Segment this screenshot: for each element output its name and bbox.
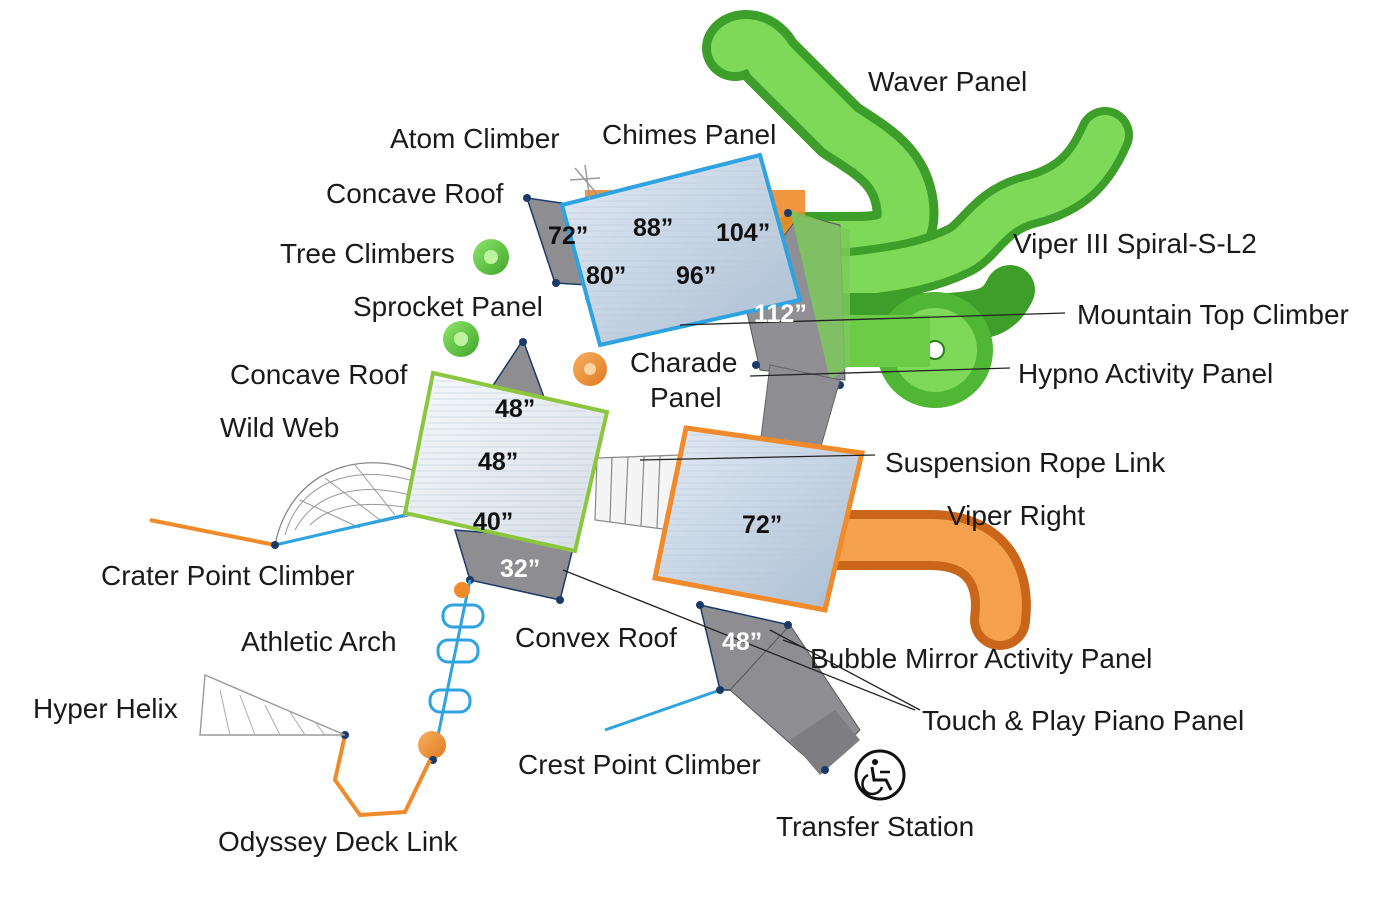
label-waver-panel: Waver Panel [868, 66, 1027, 97]
label-touch-play-piano-panel: Touch & Play Piano Panel [922, 705, 1244, 736]
height-48-top: 48” [495, 395, 535, 423]
label-hyper-helix: Hyper Helix [33, 693, 178, 724]
label-bubble-mirror-activity-panel: Bubble Mirror Activity Panel [810, 643, 1152, 674]
sprocket-panel-disc [443, 321, 479, 357]
label-transfer-station: Transfer Station [776, 811, 974, 842]
crest-point-climber [604, 688, 721, 732]
height-72-top-left: 72” [548, 222, 588, 250]
orange-climber-disc [573, 352, 607, 386]
label-crest-point-climber: Crest Point Climber [518, 749, 761, 780]
viper-iii-spiral-slide [772, 107, 1133, 308]
wild-web [274, 462, 413, 546]
center-ramp-top [759, 364, 841, 451]
bottom-ramp [604, 601, 861, 775]
label-concave-roof-mid: Concave Roof [230, 359, 408, 390]
tree-climber-disc [473, 239, 509, 275]
height-112: 112” [754, 300, 807, 328]
label-athletic-arch: Athletic Arch [241, 626, 397, 657]
atom-climber [569, 164, 601, 201]
suspension-rope-link [594, 454, 681, 531]
label-suspension-rope-link: Suspension Rope Link [885, 447, 1166, 478]
label-viper-right: Viper Right [947, 500, 1085, 531]
label-atom-climber: Atom Climber [390, 123, 560, 154]
leader-lines [562, 312, 1066, 711]
hyper-helix [199, 673, 346, 736]
label-odyssey-deck-link: Odyssey Deck Link [218, 826, 459, 857]
label-convex-roof: Convex Roof [515, 622, 677, 653]
green-spiral-slide [795, 265, 1035, 408]
height-48-mid: 48” [478, 448, 518, 476]
height-72-right: 72” [742, 511, 782, 539]
label-crater-point-climber: Crater Point Climber [101, 560, 355, 591]
right-deck-cluster [652, 425, 866, 613]
height-88: 88” [633, 214, 673, 242]
label-charade-panel-line1: Charade [630, 347, 737, 378]
height-104: 104” [716, 219, 770, 247]
label-viper-iii-spiral: Viper III Spiral-S-L2 [1013, 228, 1257, 259]
viper-right-slide [800, 510, 1031, 650]
height-32: 32” [500, 555, 540, 583]
label-charade-panel-line2: Panel [650, 382, 722, 413]
height-80: 80” [586, 262, 626, 290]
odyssey-deck-link [332, 731, 432, 818]
height-48-bottom: 48” [722, 628, 762, 656]
label-sprocket-panel: Sprocket Panel [353, 291, 543, 322]
label-hypno-activity-panel: Hypno Activity Panel [1018, 358, 1273, 389]
label-concave-roof-top: Concave Roof [326, 178, 504, 209]
label-wild-web: Wild Web [220, 412, 339, 443]
waver-panel-slide [702, 10, 939, 278]
height-40: 40” [473, 508, 513, 536]
label-chimes-panel: Chimes Panel [602, 119, 776, 150]
label-mountain-top-climber: Mountain Top Climber [1077, 299, 1349, 330]
athletic-arch [418, 579, 485, 764]
accessible-icon [854, 749, 906, 801]
crater-point-climber [149, 513, 406, 549]
left-deck-cluster [402, 338, 610, 604]
top-deck-cluster [523, 152, 850, 389]
label-tree-climbers: Tree Climbers [280, 238, 455, 269]
height-96: 96” [676, 262, 716, 290]
